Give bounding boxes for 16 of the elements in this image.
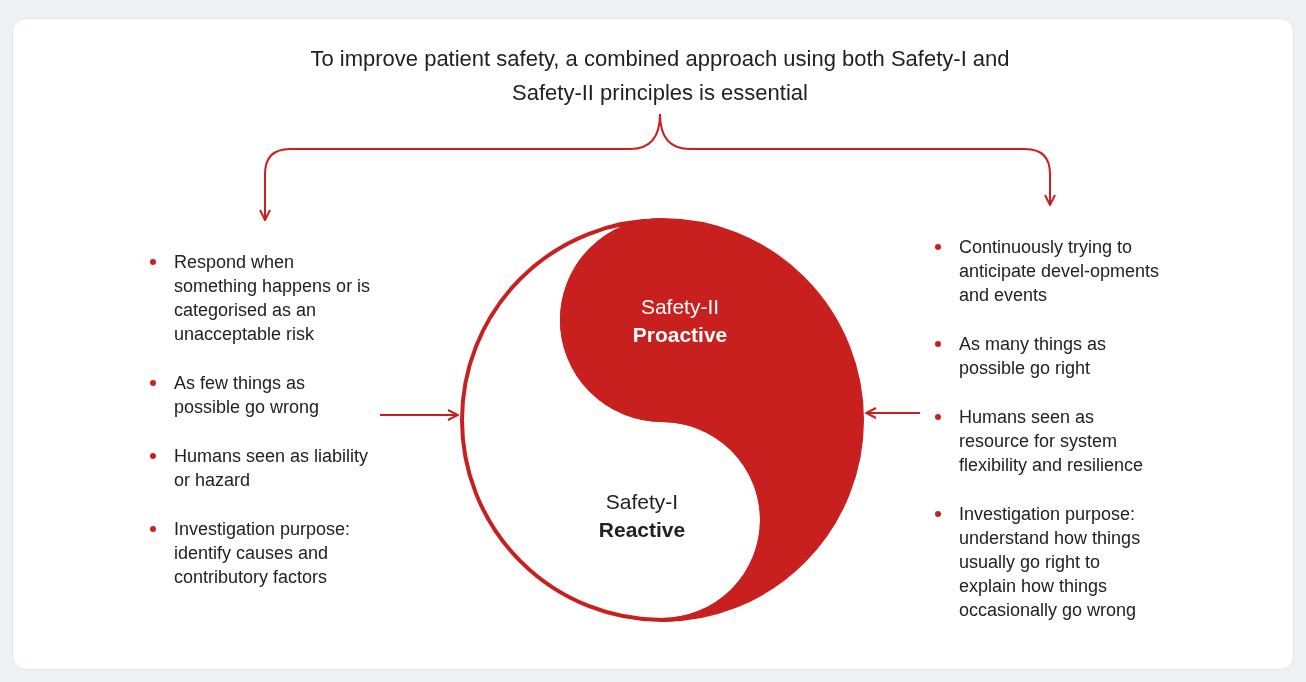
brace-arrow (659, 113, 1056, 206)
heading-text: To improve patient safety, a combined approach using both Safety-I and Safety-II principles is essential (309, 45, 1011, 107)
bullet-text: Investigation purpose: understand how things usually go right to explain how things occasionally go wrong (959, 503, 1142, 622)
arrow (379, 409, 459, 421)
region-label: Safety-II (639, 295, 721, 319)
bullet-text: Humans seen as resource for system flexibility and resilience (959, 406, 1145, 477)
arrow (865, 407, 921, 419)
region-title: Proactive (631, 323, 729, 347)
bullet-text: Respond when something happens or is categorised as an unacceptable risk (174, 251, 372, 346)
bullet-text: Investigation purpose: identify causes and contributory factors (174, 518, 352, 589)
bullet-text: As many things as possible go right (959, 333, 1108, 380)
bullet-text: As few things as possible go wrong (174, 372, 321, 419)
bullet-text: Humans seen as liability or hazard (174, 445, 370, 492)
region-label: Safety-I (604, 490, 680, 514)
region-title: Reactive (597, 518, 687, 542)
bullet-text: Continuously trying to anticipate devel-opments and events (959, 236, 1161, 307)
